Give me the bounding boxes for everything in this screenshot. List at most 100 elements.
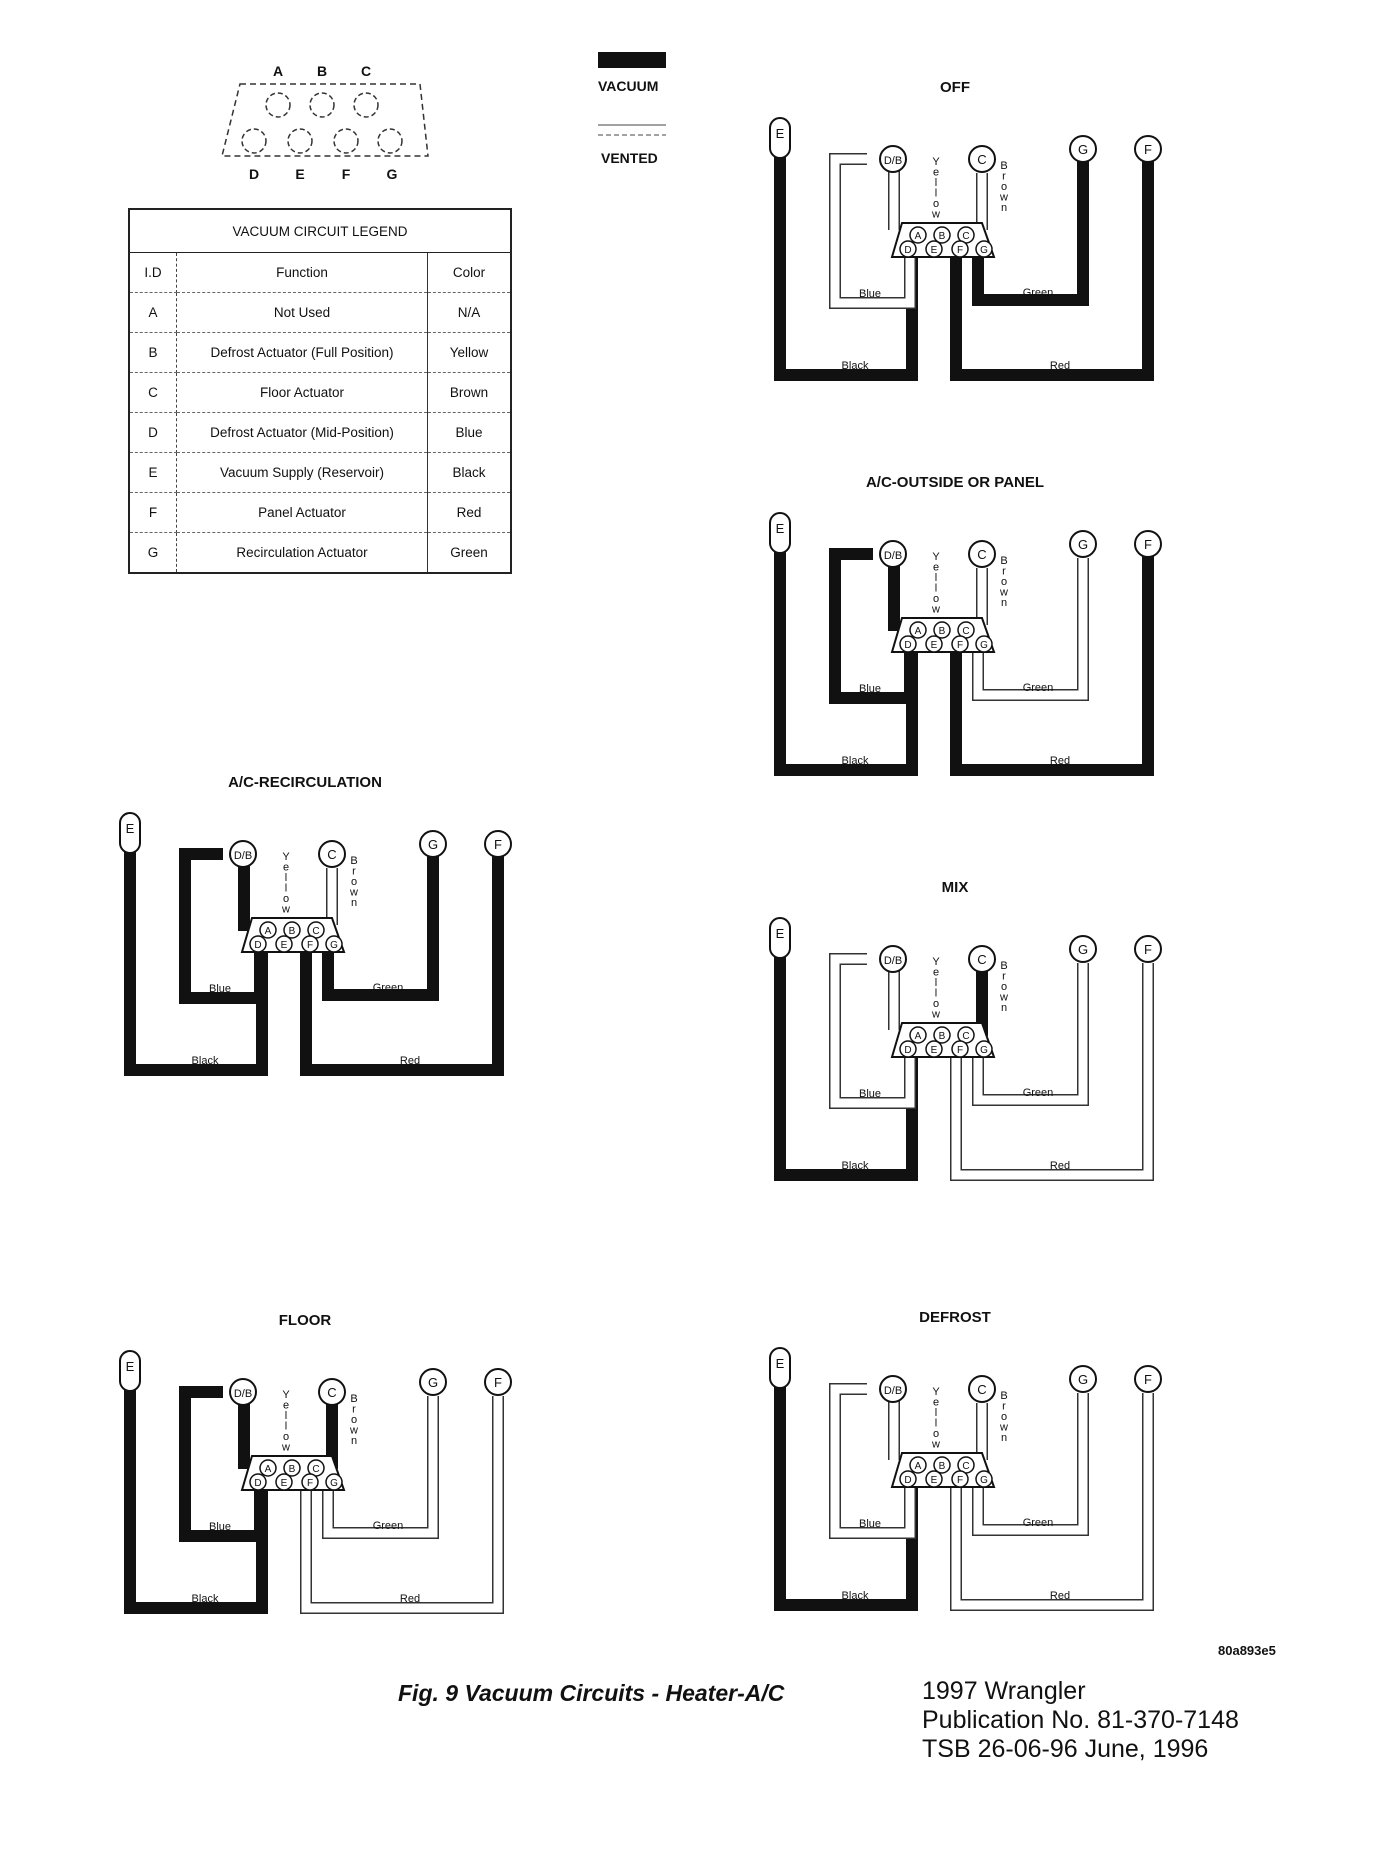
port-label: E (931, 640, 938, 651)
reservoir-fitting (119, 1350, 141, 1392)
legend-color: Blue (427, 412, 511, 453)
green-hose-core (973, 558, 1088, 700)
blue-label: Blue (209, 1521, 231, 1533)
legend-color: Brown (427, 372, 511, 413)
port-d (899, 1040, 917, 1058)
defrost-actuator-fitting (229, 840, 257, 868)
port-label: D (904, 1475, 911, 1486)
floor-actuator-label: C (977, 547, 986, 562)
green-label: Green (1023, 1517, 1054, 1529)
black-hose (774, 544, 918, 776)
port-label: B (939, 1461, 946, 1472)
blue-hose (179, 848, 266, 1004)
key-letter-b: B (317, 63, 327, 79)
black-hose (124, 1382, 268, 1614)
green-hose (972, 558, 1089, 701)
port-a (259, 921, 277, 939)
port-f (301, 935, 319, 953)
blue-hose-core (830, 154, 915, 308)
port-label: F (957, 1475, 963, 1486)
key-letter-f: F (342, 166, 351, 182)
key-port-c (353, 92, 379, 118)
reservoir-label: E (776, 926, 785, 941)
key-letter-d: D (249, 166, 259, 182)
panel-actuator-label: F (1144, 1372, 1152, 1387)
defrost-actuator-fitting (229, 1378, 257, 1406)
diagram-title: A/C-RECIRCULATION (228, 774, 382, 791)
legend-row: D Defrost Actuator (Mid-Position) Blue (129, 412, 511, 453)
port-e (925, 240, 943, 258)
black-hose (774, 1379, 918, 1611)
port-label: A (265, 926, 272, 937)
port-label: C (962, 1461, 969, 1472)
port-label: A (915, 1031, 922, 1042)
red-hose-core (951, 963, 1153, 1180)
legend-function: Vacuum Supply (Reservoir) (176, 452, 428, 493)
port-f (951, 1470, 969, 1488)
port-label: E (931, 1475, 938, 1486)
port-e (275, 1473, 293, 1491)
legend-id: G (129, 532, 177, 573)
panel-actuator-fitting (1134, 935, 1162, 963)
legend-color: Yellow (427, 332, 511, 373)
green-hose-core (323, 1396, 438, 1538)
port-a (909, 226, 927, 244)
port-label: F (957, 245, 963, 256)
diagram-title: FLOOR (279, 1312, 332, 1329)
key-port-a (265, 92, 291, 118)
legend-row: B Defrost Actuator (Full Position) Yello… (129, 332, 511, 373)
vacuum-swatch (598, 52, 666, 68)
blue-label: Blue (209, 983, 231, 995)
black-hose (774, 949, 918, 1181)
recirc-actuator-label: G (428, 837, 438, 852)
green-hose (972, 157, 1089, 306)
legend-row: F Panel Actuator Red (129, 492, 511, 533)
green-label: Green (1023, 1087, 1054, 1099)
publication-model: 1997 Wrangler (922, 1677, 1086, 1705)
port-label: B (939, 1031, 946, 1042)
defrost-actuator-fitting (879, 145, 907, 173)
green-hose (322, 852, 439, 1001)
blue-label: Blue (859, 1518, 881, 1530)
port-label: A (915, 231, 922, 242)
legend-color: Black (427, 452, 511, 493)
port-label: E (931, 1045, 938, 1056)
defrost-actuator-label: D/B (234, 1388, 252, 1400)
recirc-actuator-fitting (1069, 935, 1097, 963)
port-e (925, 1040, 943, 1058)
recirc-actuator-label: G (1078, 942, 1088, 957)
port-f (951, 1040, 969, 1058)
port-label: F (957, 640, 963, 651)
port-f (951, 240, 969, 258)
figure-caption: Fig. 9 Vacuum Circuits - Heater-A/C (398, 1680, 785, 1706)
port-a (909, 1456, 927, 1474)
port-e (925, 1470, 943, 1488)
legend-color: N/A (427, 292, 511, 333)
port-label: D (904, 640, 911, 651)
red-label: Red (1050, 755, 1070, 767)
panel-actuator-fitting (1134, 530, 1162, 558)
port-f (951, 635, 969, 653)
panel-actuator-fitting (1134, 135, 1162, 163)
reservoir-label: E (126, 821, 135, 836)
reservoir-fitting (769, 117, 791, 159)
reservoir-label: E (776, 1356, 785, 1371)
port-label: E (281, 1478, 288, 1489)
port-g (975, 240, 993, 258)
key-port-g (377, 128, 403, 154)
black-label: Black (842, 360, 869, 372)
legend-header-function: Function (176, 252, 428, 293)
port-label: C (962, 231, 969, 242)
panel-actuator-fitting (484, 1368, 512, 1396)
floor-actuator-label: C (977, 952, 986, 967)
port-label: F (307, 940, 313, 951)
defrost-actuator-label: D/B (234, 850, 252, 862)
port-e (925, 635, 943, 653)
port-d (249, 935, 267, 953)
